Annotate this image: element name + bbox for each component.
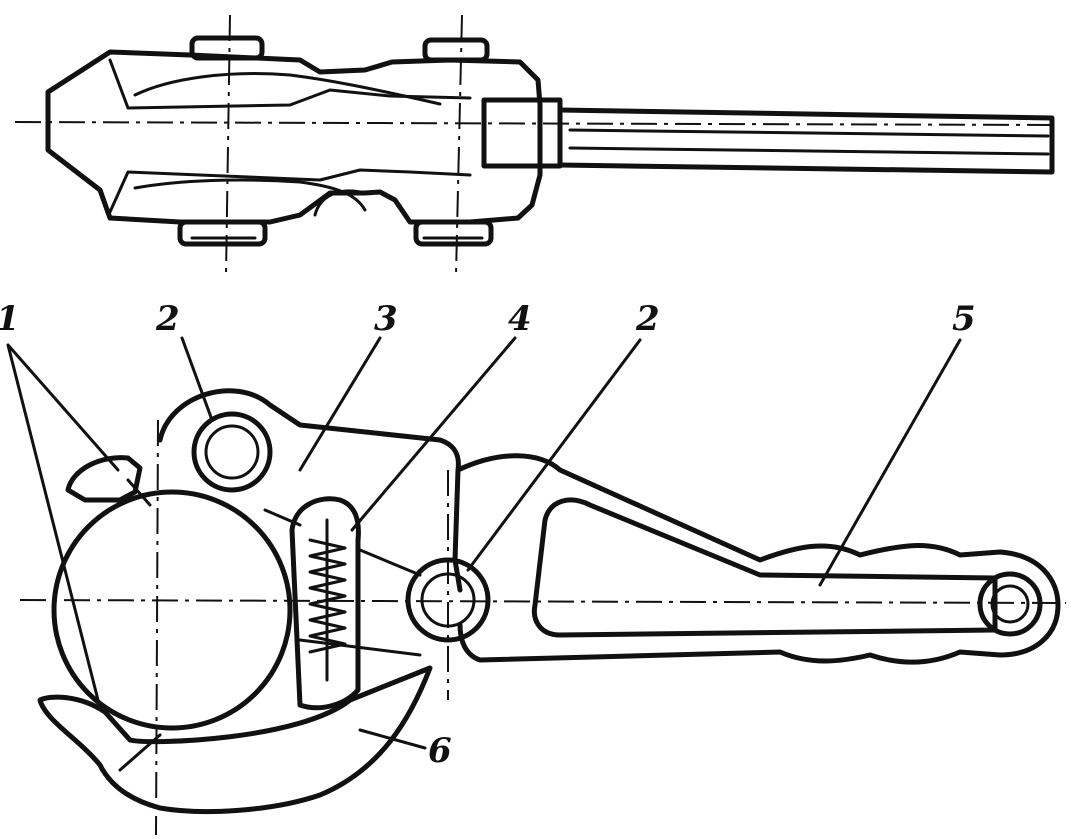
top-view-axis-right xyxy=(455,14,463,276)
handle-eye-inner xyxy=(990,584,1030,624)
handle-slot xyxy=(531,497,998,638)
top-view-axis-left xyxy=(225,14,231,276)
label-4: 4 xyxy=(508,299,532,339)
spring-housing xyxy=(289,496,361,711)
pawl-upper-tip xyxy=(126,478,152,507)
top-view-body xyxy=(45,49,543,225)
top-view-inner-profile-lower xyxy=(108,168,472,214)
lower-jaw xyxy=(37,665,433,815)
leader-1 xyxy=(6,343,120,702)
side-view: 1 2 3 4 2 5 6 xyxy=(0,299,1067,836)
top-view-rod-line-1 xyxy=(568,128,1050,138)
top-view-slot-lower xyxy=(133,178,367,212)
pin-left-inner xyxy=(204,424,260,480)
label-5: 5 xyxy=(952,299,976,339)
side-view-axis-left xyxy=(155,419,159,836)
handle-eye-outer xyxy=(977,571,1043,637)
top-view-boss-top-right xyxy=(422,37,490,63)
side-view-center-axis xyxy=(19,599,1067,604)
leader-3 xyxy=(298,336,382,472)
top-view-boss-bottom-left xyxy=(177,219,268,247)
label-2-left: 2 xyxy=(155,299,180,339)
side-view-upper-housing xyxy=(157,388,463,593)
top-view-center-axis xyxy=(14,121,1061,126)
pawl-upper xyxy=(65,455,143,503)
handle-body xyxy=(455,453,1061,665)
label-1: 1 xyxy=(0,299,20,339)
top-view-handle-rod xyxy=(557,107,1055,175)
label-3: 3 xyxy=(374,299,398,339)
top-view-boss-bottom-right xyxy=(413,219,494,247)
leader-5 xyxy=(818,338,962,587)
lower-jaw-cut xyxy=(118,733,162,772)
top-view-notch xyxy=(313,189,362,217)
label-2-right: 2 xyxy=(635,299,660,339)
spring-coil xyxy=(308,538,347,654)
link-upper xyxy=(263,508,422,577)
label-6: 6 xyxy=(428,731,452,771)
leader-4 xyxy=(350,336,517,532)
ratchet-wheel xyxy=(51,489,293,731)
pin-pivot-outer xyxy=(405,557,491,643)
top-view xyxy=(14,14,1061,276)
pin-left-outer xyxy=(191,411,273,493)
leader-6 xyxy=(358,728,427,750)
top-view-rod-line-2 xyxy=(568,146,1050,156)
link-lower xyxy=(298,638,422,657)
top-view-boss-top-left xyxy=(189,35,265,61)
leader-2a xyxy=(180,336,214,422)
top-view-socket xyxy=(481,97,563,169)
pin-pivot-inner xyxy=(420,572,476,628)
top-view-slot-upper xyxy=(133,72,442,106)
leader-2b xyxy=(466,338,642,572)
